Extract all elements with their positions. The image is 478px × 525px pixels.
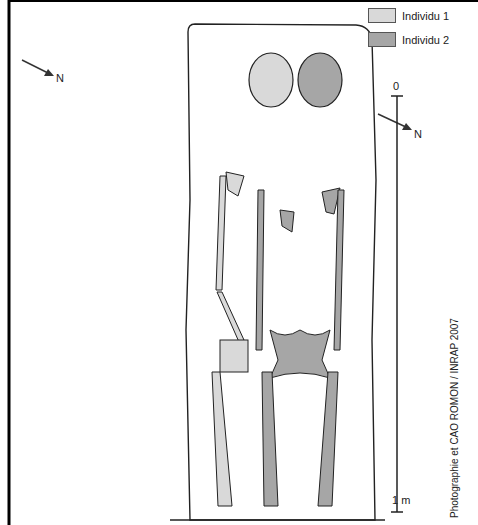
legend-row: Individu 2 xyxy=(368,32,449,47)
legend-text: Individu 1 xyxy=(402,10,449,22)
legend-text: Individu 2 xyxy=(402,34,449,46)
north-label: N xyxy=(414,128,422,141)
scale-label: 0 xyxy=(393,80,399,93)
north-label: N xyxy=(56,72,64,85)
credit-text: Photographie et CAO ROMON / INRAP 2007 xyxy=(448,318,461,518)
legend-swatch xyxy=(368,8,396,23)
legend-swatch xyxy=(368,32,396,47)
legend-row: Individu 1 xyxy=(368,8,449,23)
scale-label: 1 m xyxy=(392,494,410,507)
